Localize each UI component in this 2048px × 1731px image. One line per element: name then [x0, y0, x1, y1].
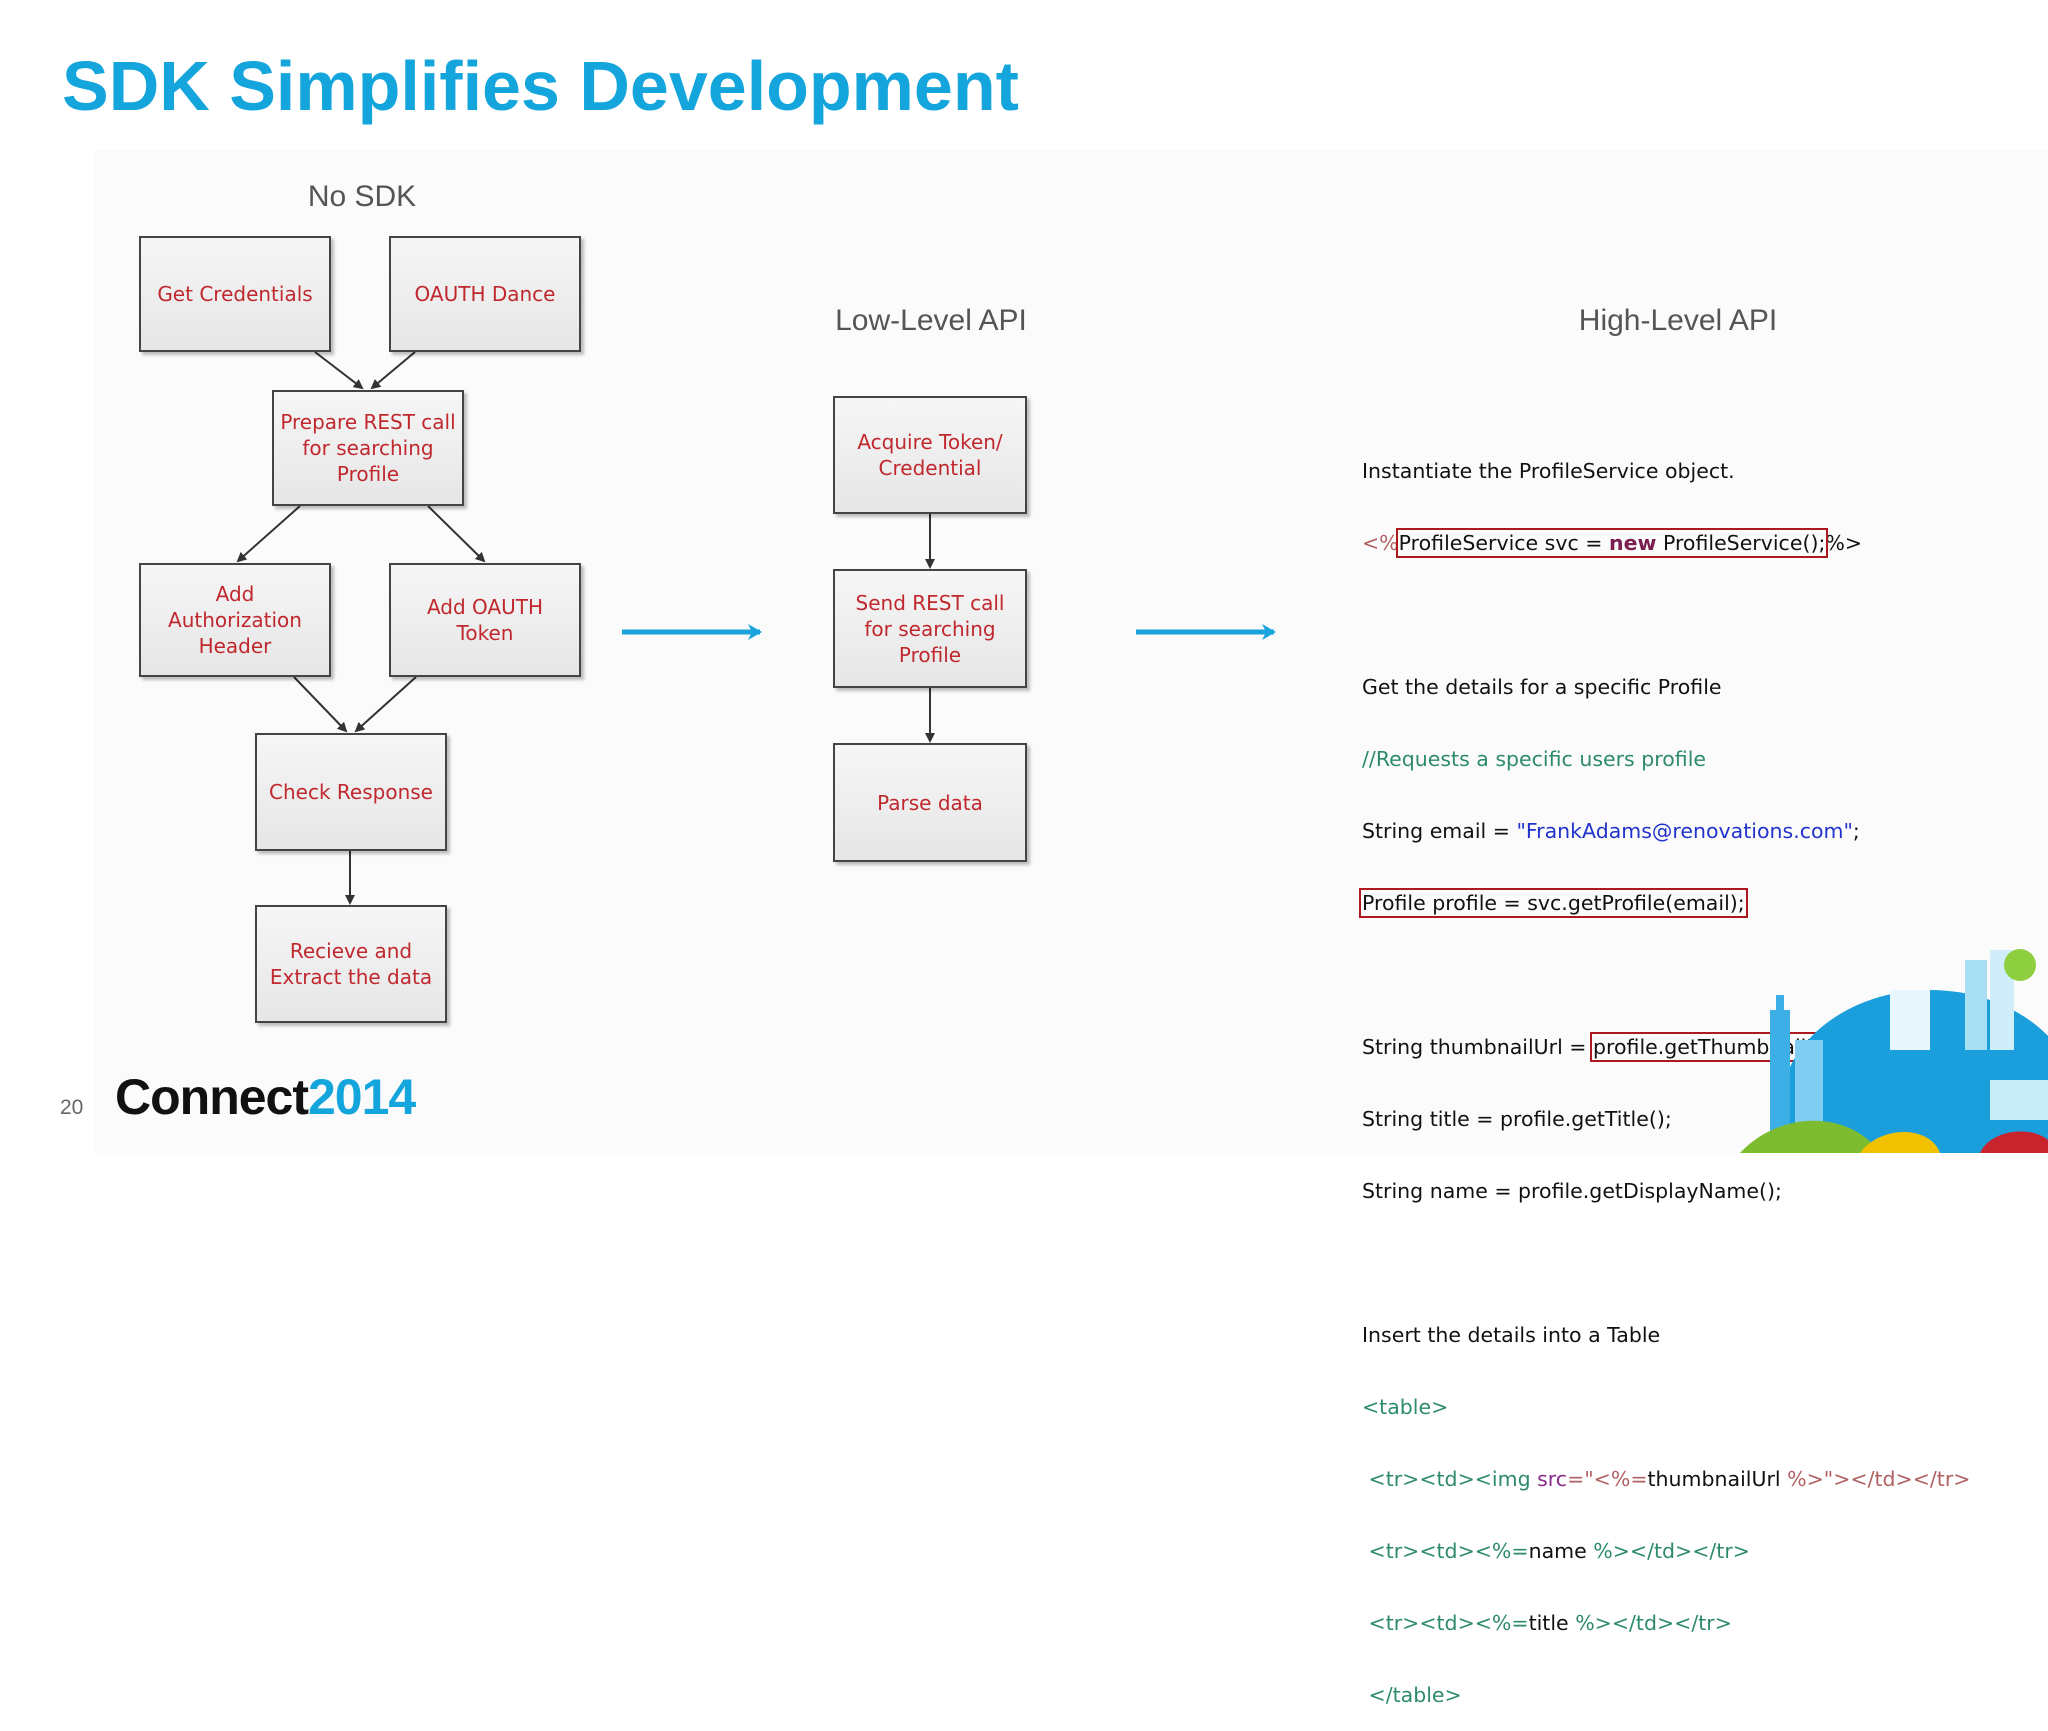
- box-get-credentials: Get Credentials: [139, 236, 331, 352]
- code-line: <%ProfileService svc = new ProfileServic…: [1362, 528, 1863, 558]
- flow-connectors: [236, 351, 1276, 905]
- code-line: String email = "FrankAdams@renovations.c…: [1362, 819, 1860, 843]
- connector-oauth-prepare: [370, 351, 416, 390]
- connect-logo: Connect2014: [115, 1069, 416, 1125]
- connector-auth-check: [293, 676, 348, 733]
- connector-prepare-auth: [236, 505, 301, 563]
- code-line: String title = profile.getTitle();: [1362, 1107, 1672, 1131]
- connector-credentials-prepare: [314, 351, 364, 390]
- code-line: Instantiate the ProfileService object.: [1362, 459, 1735, 483]
- code-line: Get the details for a specific Profile: [1362, 675, 1722, 699]
- code-line: <tr><td><%=title %></td></tr>: [1362, 1611, 1732, 1635]
- box-parse-data: Parse data: [833, 743, 1027, 862]
- column-title-no-sdk: No SDK: [307, 180, 417, 213]
- code-line: Insert the details into a Table: [1362, 1323, 1661, 1347]
- code-line: </table>: [1362, 1683, 1462, 1707]
- box-receive-extract-data: Recieve and Extract the data: [255, 905, 447, 1023]
- code-line: <tr><td><img src="<%=thumbnailUrl %>"></…: [1362, 1467, 1971, 1491]
- box-oauth-dance: OAUTH Dance: [389, 236, 581, 352]
- connector-prepare-token: [427, 505, 486, 563]
- column-title-low-level: Low-Level API: [835, 304, 1027, 337]
- box-send-rest-call: Send REST call for searching Profile: [833, 569, 1027, 688]
- code-line: <table>: [1362, 1395, 1449, 1419]
- column-title-high-level: High-Level API: [1578, 304, 1778, 337]
- code-highlight: Profile profile = svc.getProfile(email);: [1359, 888, 1748, 918]
- slide-number: 20: [60, 1096, 84, 1119]
- code-line: <tr><td><%=name %></td></tr>: [1362, 1539, 1750, 1563]
- code-line: Profile profile = svc.getProfile(email);: [1359, 888, 1982, 918]
- box-check-response: Check Response: [255, 733, 447, 851]
- box-add-oauth-token: Add OAUTH Token: [389, 563, 581, 677]
- box-prepare-rest-call: Prepare REST call for searching Profile: [272, 390, 464, 506]
- box-add-authorization-header: Add Authorization Header: [139, 563, 331, 677]
- slide-title: SDK Simplifies Development: [62, 47, 1019, 125]
- box-acquire-token: Acquire Token/ Credential: [833, 396, 1027, 514]
- code-line: //Requests a specific users profile: [1362, 747, 1706, 771]
- code-line: String name = profile.getDisplayName();: [1362, 1179, 1782, 1203]
- connector-token-check: [354, 676, 417, 733]
- code-highlight: ProfileService svc = new ProfileService(…: [1395, 528, 1829, 558]
- city-illustration-icon: [1740, 949, 2048, 1153]
